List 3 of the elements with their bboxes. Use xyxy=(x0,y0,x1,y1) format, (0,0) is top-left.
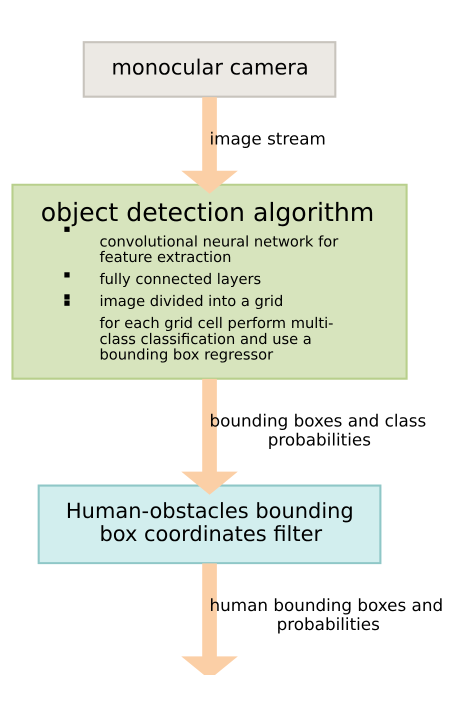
edge-label: image stream xyxy=(210,128,326,148)
edge-label: bounding boxes and class probabilities xyxy=(210,410,426,450)
edge-label: human bounding boxes and probabilities xyxy=(210,594,444,634)
